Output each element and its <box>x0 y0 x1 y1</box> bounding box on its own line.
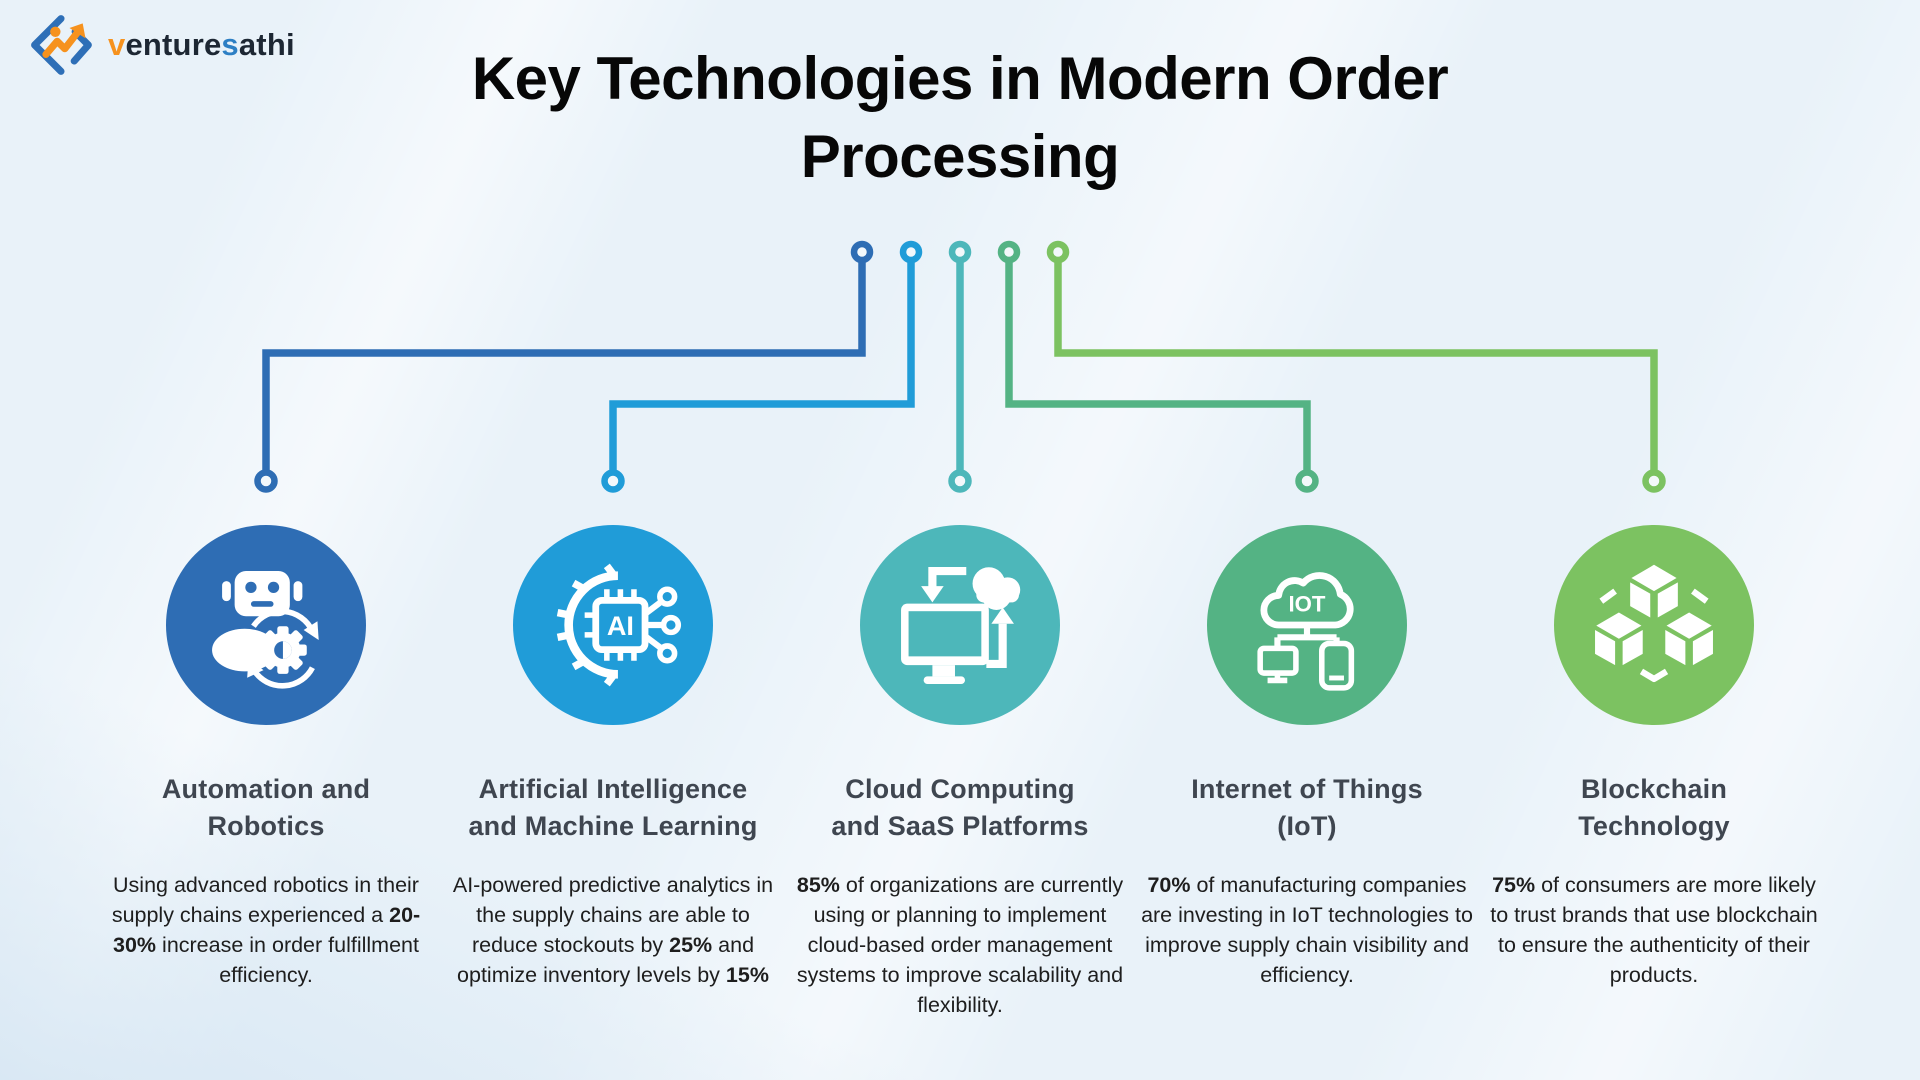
connector-top-pin <box>948 240 972 264</box>
connector-top-pin <box>1046 240 1070 264</box>
icon-circle: IOT <box>1207 525 1407 725</box>
connector-line-ai <box>609 260 915 470</box>
card-description: 85% of organizations are currently using… <box>796 873 1124 1017</box>
connector-bottom-pin <box>254 469 278 493</box>
icon-circle <box>860 525 1060 725</box>
brand-logo: venturesathi <box>28 12 295 78</box>
ai-chip-icon: AI <box>556 563 682 687</box>
brand-logo-icon <box>31 15 92 75</box>
iot-cloud-icon: IOT <box>1257 572 1355 691</box>
connector-top-pin <box>850 240 874 264</box>
connector-bottom-pin <box>948 469 972 493</box>
cloud-computing-icon <box>901 566 1021 684</box>
robot-automation-icon <box>212 571 319 689</box>
svg-text:IOT: IOT <box>1289 591 1326 616</box>
card-description: AI-powered predictive analytics in the s… <box>452 873 774 987</box>
connector-top-pin <box>997 240 1021 264</box>
blockchain-cubes-icon <box>1595 564 1713 683</box>
brand-wordmark: venturesathi <box>108 27 295 62</box>
card-description: Using advanced robotics in their supply … <box>111 873 421 987</box>
icon-circle <box>166 525 366 725</box>
connector-top-pin <box>899 240 923 264</box>
connector-line-blockchain <box>1054 260 1658 470</box>
connector-line-iot <box>1005 260 1311 470</box>
svg-text:AI: AI <box>607 610 634 641</box>
card-title: Internet of Things(IoT) <box>1191 774 1423 841</box>
connector-bottom-pin <box>1642 469 1666 493</box>
icon-circle: AI <box>513 525 713 725</box>
connector-bottom-pin <box>601 469 625 493</box>
icon-circle <box>1554 525 1754 725</box>
card-description: 75% of consumers are more likely to trus… <box>1490 873 1818 987</box>
connector-bottom-pin <box>1295 469 1319 493</box>
card-description: 70% of manufacturing companies are inves… <box>1141 873 1473 987</box>
connector-line-automation <box>262 260 866 470</box>
card-iot: IOT Internet of Things(IoT) 70% of manuf… <box>1137 525 1477 990</box>
